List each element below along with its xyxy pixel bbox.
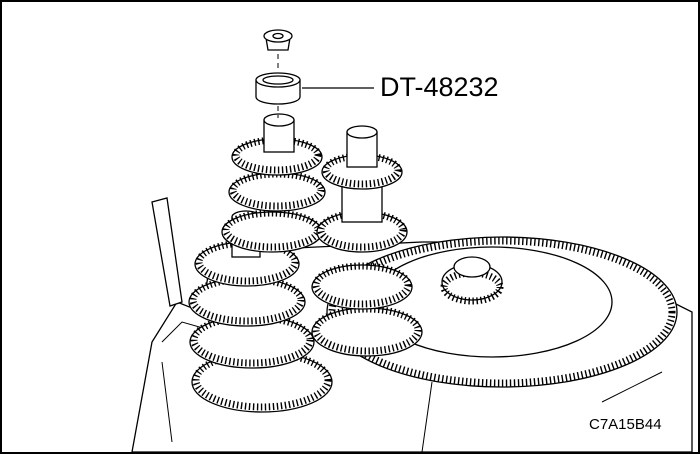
shift-rail [151,197,183,307]
input-shaft-gear-stack [221,113,326,253]
tool-dt-48232 [255,72,301,105]
output-shaft-gear-stack [188,210,333,413]
retaining-nut [263,29,293,51]
differential-ring-gear [326,236,678,388]
countershaft-gear-stack [311,125,423,357]
figure-code: C7A15B44 [589,416,662,433]
tool-callout-label: DT-48232 [380,72,499,102]
